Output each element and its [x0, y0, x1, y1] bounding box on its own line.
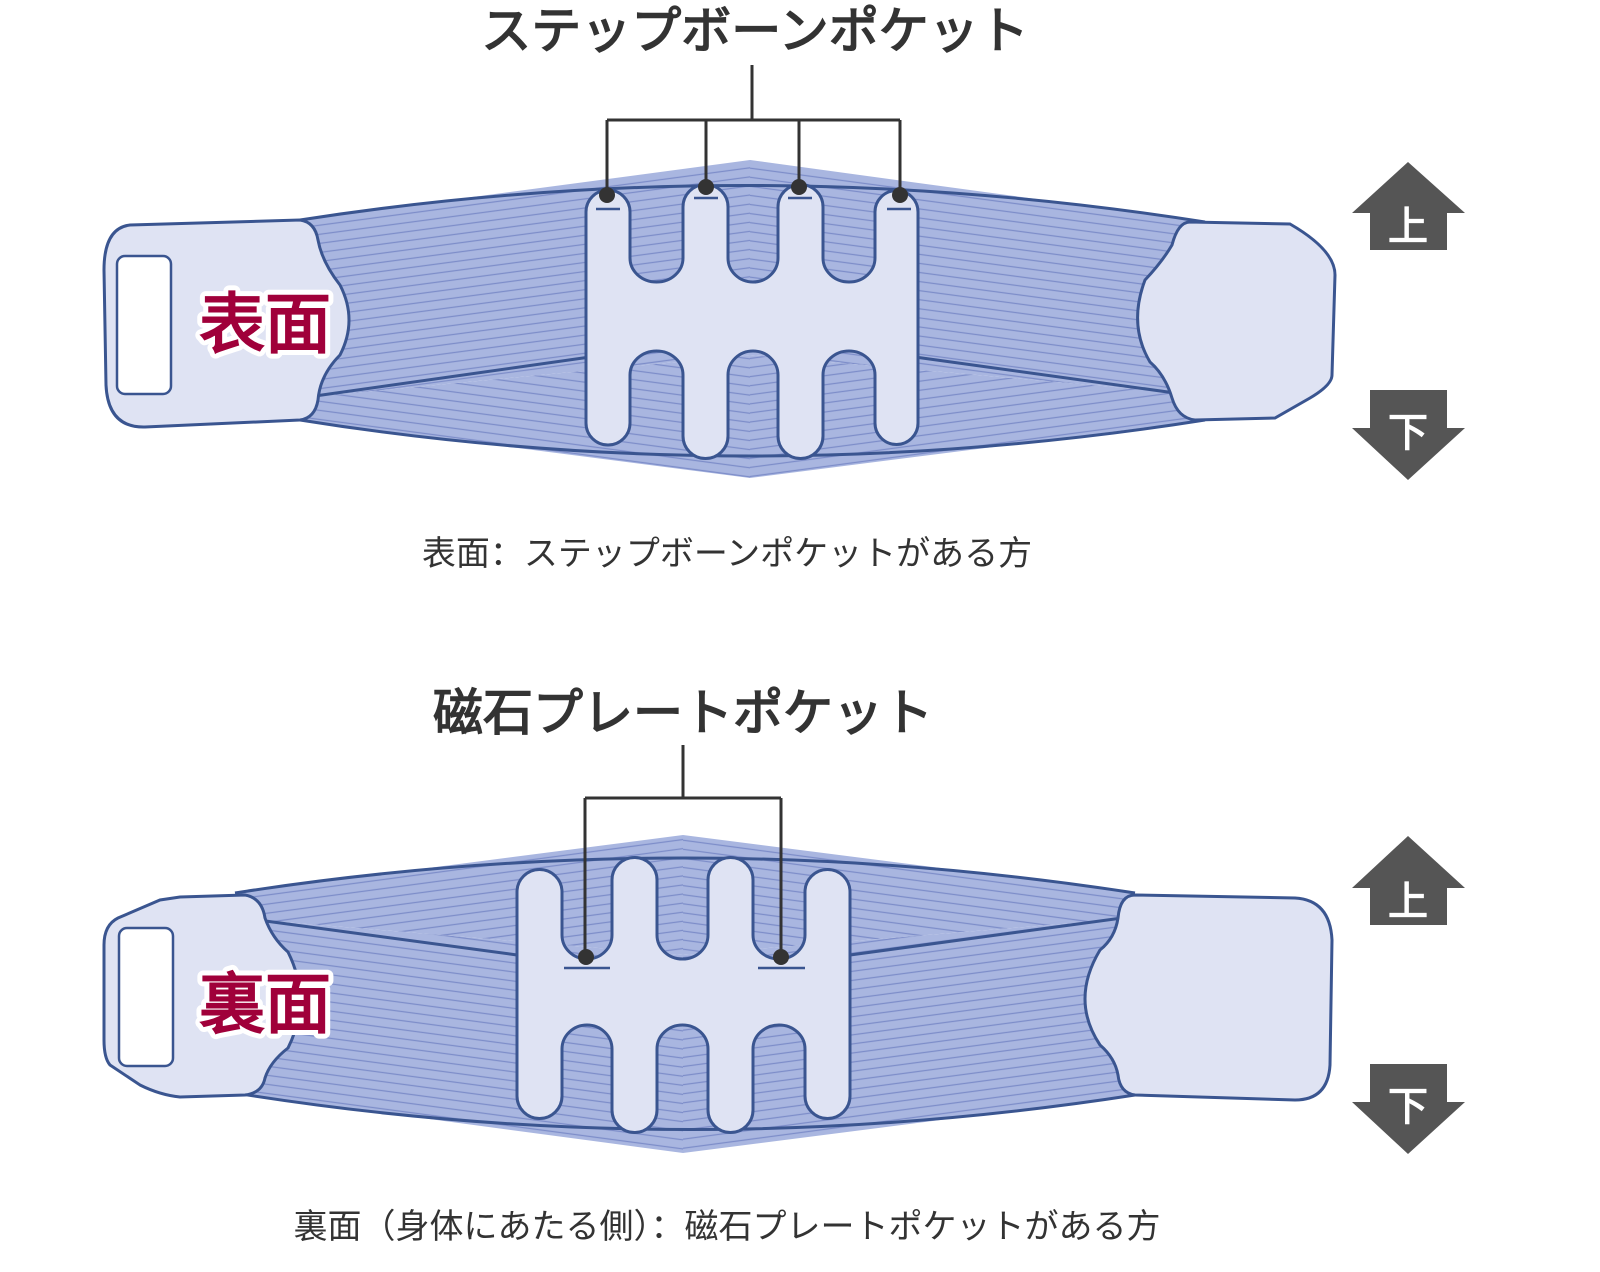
back-up-arrow: 上: [1352, 836, 1465, 925]
down-label: 下: [1388, 410, 1428, 456]
front-down-arrow: 下: [1352, 390, 1465, 480]
magnet-plate-pocket: [515, 856, 852, 1134]
back-caption: 裏面（身体にあたる側）：磁石プレートポケットがある方: [294, 1207, 1161, 1247]
magnet-plate-leader-lines: [564, 745, 805, 970]
back-belt: 磁石プレートポケット 裏面 裏面（身体にあたる側）：磁石プレートポケットがある方: [102, 684, 1334, 1247]
front-belt-body: [299, 160, 1206, 478]
step-bone-pocket: [584, 183, 920, 460]
front-side-label: 表面: [199, 286, 331, 363]
back-right-tab: [1083, 893, 1334, 1102]
front-up-arrow: 上: [1352, 162, 1465, 250]
front-right-tab: [1136, 220, 1337, 422]
step-bone-pocket-label: ステップボーンポケット: [481, 2, 1029, 60]
magnet-plate-pocket-label: 磁石プレートポケット: [433, 684, 933, 742]
up-label: 上: [1388, 204, 1428, 250]
front-buckle-slot: [115, 254, 173, 396]
back-buckle-slot: [117, 926, 175, 1068]
step-bone-leader-lines: [596, 65, 911, 211]
up-label: 上: [1388, 879, 1428, 925]
front-belt: ステップボーンポケット 表面 表面：ステップボーンポケットがある方: [102, 2, 1337, 574]
down-label: 下: [1388, 1084, 1428, 1130]
back-down-arrow: 下: [1352, 1064, 1465, 1154]
front-caption: 表面：ステップボーンポケットがある方: [422, 534, 1032, 574]
back-side-label: 裏面: [199, 966, 331, 1043]
